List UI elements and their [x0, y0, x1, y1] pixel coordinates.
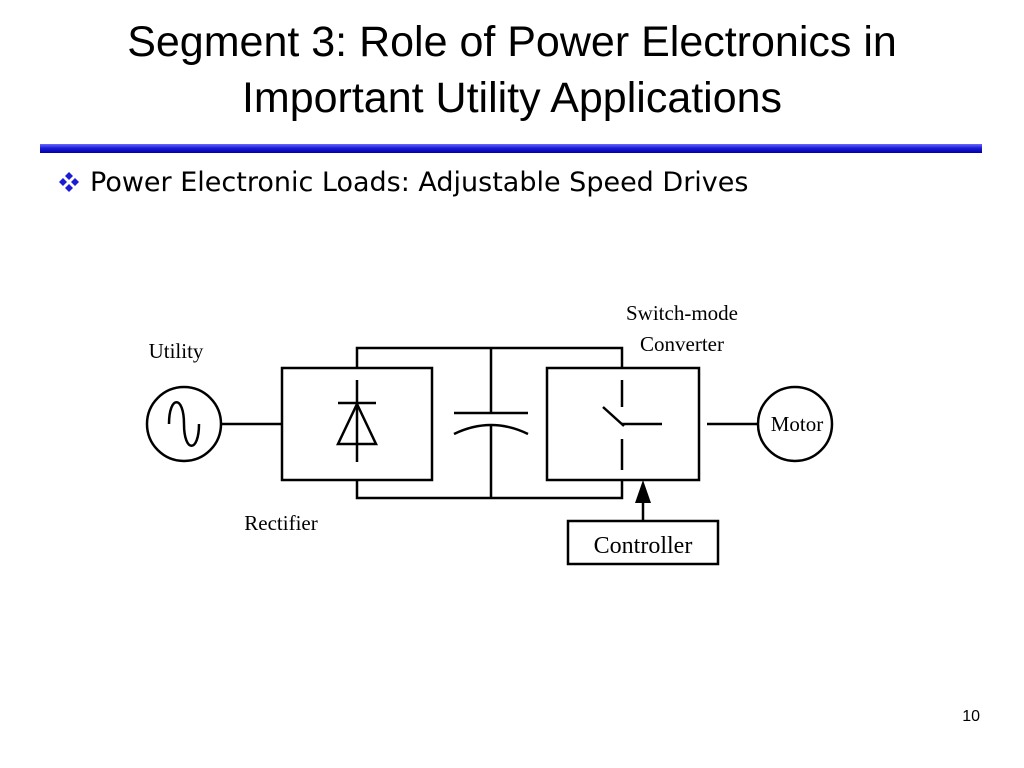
control-arrow-icon	[635, 480, 651, 503]
converter-label-line-1: Switch-mode	[626, 301, 738, 325]
controller-label: Controller	[594, 533, 693, 559]
slide-title-line-1: Segment 3: Role of Power Electronics in	[127, 18, 897, 66]
bullet-text: Power Electronic Loads: Adjustable Speed…	[90, 166, 749, 198]
switch-blade-icon	[602, 406, 625, 427]
bullet-item: Power Electronic Loads: Adjustable Speed…	[58, 164, 748, 200]
motor-label: Motor	[771, 412, 824, 436]
page-number: 10	[962, 708, 980, 725]
title-rule	[40, 144, 982, 153]
converter-block	[545, 366, 701, 482]
diode-icon	[336, 401, 378, 446]
slide-title: Segment 3: Role of Power Electronics in …	[0, 14, 1024, 126]
converter-label-line-2: Converter	[640, 332, 724, 356]
slide-title-line-2: Important Utility Applications	[241, 74, 783, 122]
dc-bus-top	[355, 346, 624, 368]
motor-icon	[756, 385, 834, 463]
dc-bus-bottom	[355, 480, 624, 500]
rectifier-label: Rectifier	[244, 511, 317, 535]
utility-label: Utility	[149, 339, 204, 363]
sine-wave-icon	[167, 401, 201, 447]
diamond-bullet-icon	[59, 172, 79, 192]
